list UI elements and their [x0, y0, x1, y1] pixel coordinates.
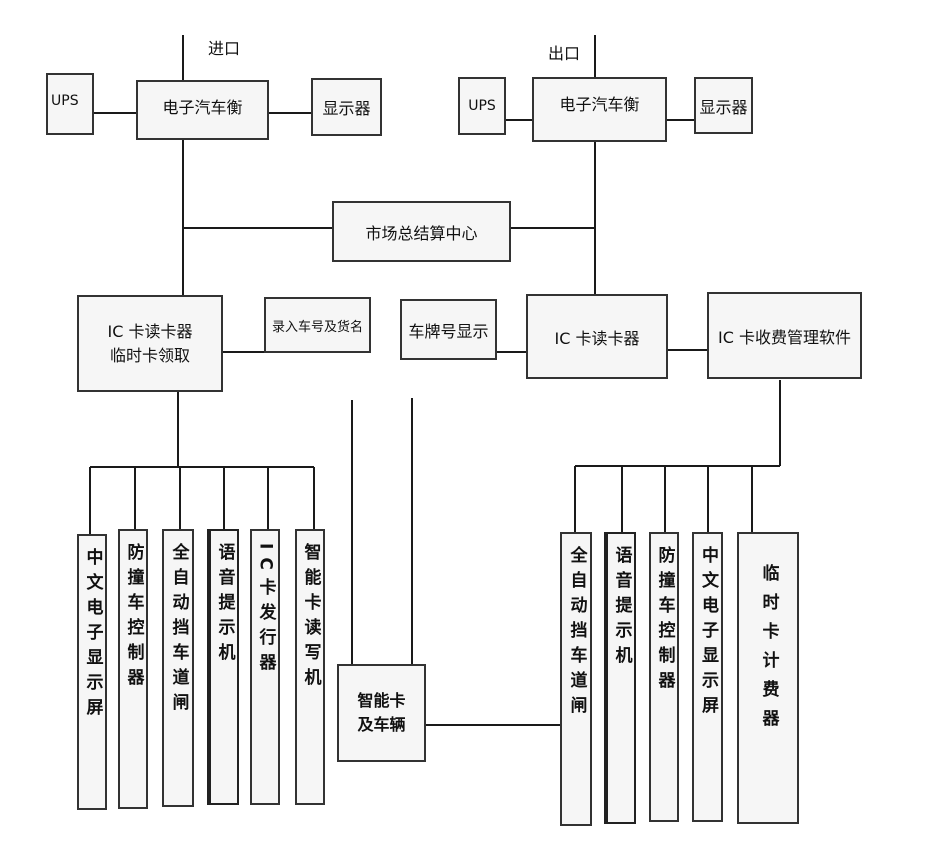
entry-device-smart-card-rw: 智能卡读写机 — [295, 529, 325, 805]
entry-device-label: 防撞车控制器 — [123, 543, 144, 693]
exit-ups-label: UPS — [468, 98, 496, 114]
exit-device-label: 防撞车控制器 — [654, 546, 675, 696]
exit-device-label: 临时卡计费器 — [758, 564, 779, 738]
entry-display-box: 显示器 — [311, 78, 382, 136]
plate-display-label: 车牌号显示 — [408, 321, 489, 341]
entry-device-voice-prompter: 语音提示机 — [207, 529, 239, 805]
entry-device-label: 智能卡读写机 — [300, 543, 321, 693]
exit-device-anti-collision: 防撞车控制器 — [649, 532, 679, 822]
exit-device-label: 中文电子显示屏 — [698, 546, 718, 721]
exit-device-voice-prompter: 语音提示机 — [604, 532, 636, 824]
exit-device-temp-card-meter: 临时卡计费器 — [737, 532, 799, 824]
exit-device-label: 语音提示机 — [611, 546, 632, 671]
entry-device-barrier-gate: 全自动挡车道闸 — [162, 529, 194, 807]
record-plate-goods-label: 录入车号及货名 — [271, 319, 363, 335]
entry-display-label: 显示器 — [322, 99, 371, 118]
exit-display-box: 显示器 — [694, 77, 753, 134]
exit-device-label: 全自动挡车道闸 — [566, 546, 587, 721]
entry-device-chinese-display: 中文电子显示屏 — [77, 534, 107, 810]
entry-device-label: 语音提示机 — [214, 543, 235, 668]
exit-device-barrier-gate: 全自动挡车道闸 — [560, 532, 592, 826]
entry-device-ic-issuer: IC卡发行器 — [250, 529, 280, 805]
exit-scale-label: 电子汽车衡 — [559, 95, 640, 114]
entry-device-anti-collision: 防撞车控制器 — [118, 529, 148, 809]
settlement-center-label: 市场总结算中心 — [365, 223, 478, 243]
vehicle-label: 及车辆 — [357, 715, 406, 734]
record-plate-goods-box: 录入车号及货名 — [264, 297, 371, 353]
entry-label: 进口 — [208, 39, 241, 58]
ic-billing-software-label: IC 卡收费管理软件 — [718, 327, 851, 347]
entry-device-label: 全自动挡车道闸 — [168, 543, 189, 718]
settlement-center-box: 市场总结算中心 — [332, 201, 511, 262]
entry-ic-reader-label: IC 卡读卡器 — [107, 321, 193, 341]
smart-card-label: 智能卡 — [357, 691, 406, 710]
exit-device-chinese-display: 中文电子显示屏 — [692, 532, 723, 822]
entry-ups-box: UPS — [46, 73, 94, 135]
entry-ups-label: UPS — [51, 93, 79, 109]
exit-scale-box: 电子汽车衡 — [532, 77, 667, 142]
plate-display-box: 车牌号显示 — [400, 299, 497, 360]
smart-card-vehicle-box: 智能卡 及车辆 — [337, 664, 426, 762]
entry-device-label: 中文电子显示屏 — [82, 548, 103, 723]
entry-ic-reader-box: IC 卡读卡器 临时卡领取 — [77, 295, 223, 392]
ic-billing-software-box: IC 卡收费管理软件 — [707, 292, 862, 379]
entry-scale-label: 电子汽车衡 — [162, 98, 243, 117]
exit-display-label: 显示器 — [699, 97, 748, 117]
exit-ups-box: UPS — [458, 77, 506, 135]
exit-label: 出口 — [548, 44, 581, 63]
exit-ic-reader-label: IC 卡读卡器 — [554, 328, 640, 348]
entry-temp-card-label: 临时卡领取 — [109, 345, 190, 365]
entry-scale-box: 电子汽车衡 — [136, 80, 269, 140]
entry-device-label: IC卡发行器 — [255, 543, 276, 678]
exit-ic-reader-box: IC 卡读卡器 — [526, 294, 668, 379]
